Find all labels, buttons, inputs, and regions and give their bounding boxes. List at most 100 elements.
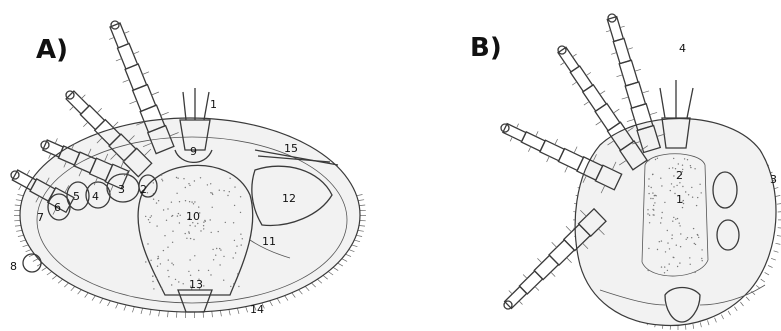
body-hair (159, 310, 160, 316)
stipple-dot (211, 232, 212, 233)
panel-b-label-3: 3 (770, 173, 777, 186)
leg-seta (130, 101, 137, 104)
stipple-dot (166, 220, 167, 221)
body-hair (776, 195, 781, 196)
stipple-dot (176, 177, 177, 178)
stipple-dot (190, 238, 191, 239)
stipple-dot (183, 178, 184, 179)
stipple-dot (693, 228, 694, 229)
stipple-dot (236, 246, 237, 247)
stipple-dot (657, 158, 658, 159)
stipple-dot (661, 266, 662, 267)
stipple-dot (227, 195, 228, 196)
stipple-dot (198, 206, 199, 207)
stipple-dot (157, 266, 158, 267)
stipple-dot (168, 259, 169, 260)
stipple-dot (208, 270, 209, 271)
leg-seta (627, 119, 635, 121)
body-hair (768, 266, 773, 268)
stipple-dot (689, 257, 690, 258)
body-hair (270, 301, 273, 306)
stipple-dot (686, 239, 687, 240)
stipple-dot (153, 199, 154, 200)
stipple-dot (233, 222, 234, 223)
body-hair (776, 243, 781, 244)
body-hair (299, 290, 303, 295)
stipple-dot (215, 255, 216, 256)
stipple-dot (648, 193, 649, 194)
stipple-dot (188, 271, 189, 272)
stipple-dot (189, 185, 190, 186)
stipple-dot (664, 202, 665, 203)
stipple-dot (676, 245, 677, 246)
leg-seta (116, 59, 122, 61)
stipple-dot (198, 270, 199, 271)
stipple-dot (160, 263, 161, 264)
panel-a-label-6: 6 (54, 201, 61, 214)
stipple-dot (679, 182, 680, 183)
leg-seta (606, 30, 611, 31)
stipple-dot (652, 192, 653, 193)
stipple-dot (673, 257, 674, 258)
leg-seta (620, 26, 625, 27)
stipple-dot (680, 233, 681, 234)
stipple-dot (654, 202, 655, 203)
leg-seta (537, 258, 542, 263)
stipple-dot (650, 198, 651, 199)
leg-seta (573, 54, 577, 57)
stipple-dot (694, 272, 695, 273)
stipple-dot (649, 222, 650, 223)
stipple-dot (177, 215, 178, 216)
body-hair (349, 250, 355, 252)
stipple-dot (177, 178, 178, 179)
body-hair (58, 279, 63, 283)
panel-a-label-7: 7 (37, 211, 44, 224)
panel-a-label-4: 4 (92, 190, 99, 203)
stipple-dot (690, 165, 691, 166)
leg-seta (81, 95, 85, 99)
stipple-dot (679, 223, 680, 224)
stipple-dot (671, 183, 672, 184)
stipple-dot (664, 272, 665, 273)
stipple-dot (150, 217, 151, 218)
body-hair (18, 235, 24, 236)
panel-a-label-2: 2 (140, 183, 147, 196)
leg-seta (584, 102, 589, 106)
stipple-dot (212, 249, 213, 250)
body-hair (346, 254, 352, 256)
stipple-dot (203, 222, 204, 223)
stipple-dot (671, 238, 672, 239)
stipple-dot (648, 270, 649, 271)
body-hair (26, 250, 32, 252)
stipple-dot (194, 255, 195, 256)
stipple-dot (163, 209, 164, 210)
leg-seta (560, 62, 564, 65)
stipple-dot (152, 276, 153, 277)
body-hair (740, 302, 743, 306)
stipple-dot (230, 286, 231, 287)
body-hair (132, 307, 134, 313)
body-hair (15, 205, 21, 206)
body-hair (64, 283, 68, 287)
stipple-dot (147, 243, 148, 244)
stipple-dot (171, 284, 172, 285)
body-hair (311, 283, 315, 287)
stipple-dot (234, 205, 235, 206)
stipple-dot (647, 209, 648, 210)
leg-seta (617, 75, 623, 77)
body-hair (52, 275, 57, 279)
stipple-dot (193, 239, 194, 240)
stipple-dot (679, 262, 680, 263)
stipple-dot (189, 201, 190, 202)
stipple-dot (203, 225, 204, 226)
leg-seta (152, 92, 159, 95)
body-hair (715, 318, 717, 323)
leg-seta (123, 80, 130, 83)
stipple-dot (699, 184, 700, 185)
stipple-dot (233, 257, 234, 258)
panel-b-letter: B) (470, 33, 502, 63)
leg-seta (535, 287, 539, 291)
stipple-dot (185, 233, 186, 234)
leg-seta (124, 31, 129, 33)
stipple-dot (648, 186, 649, 187)
